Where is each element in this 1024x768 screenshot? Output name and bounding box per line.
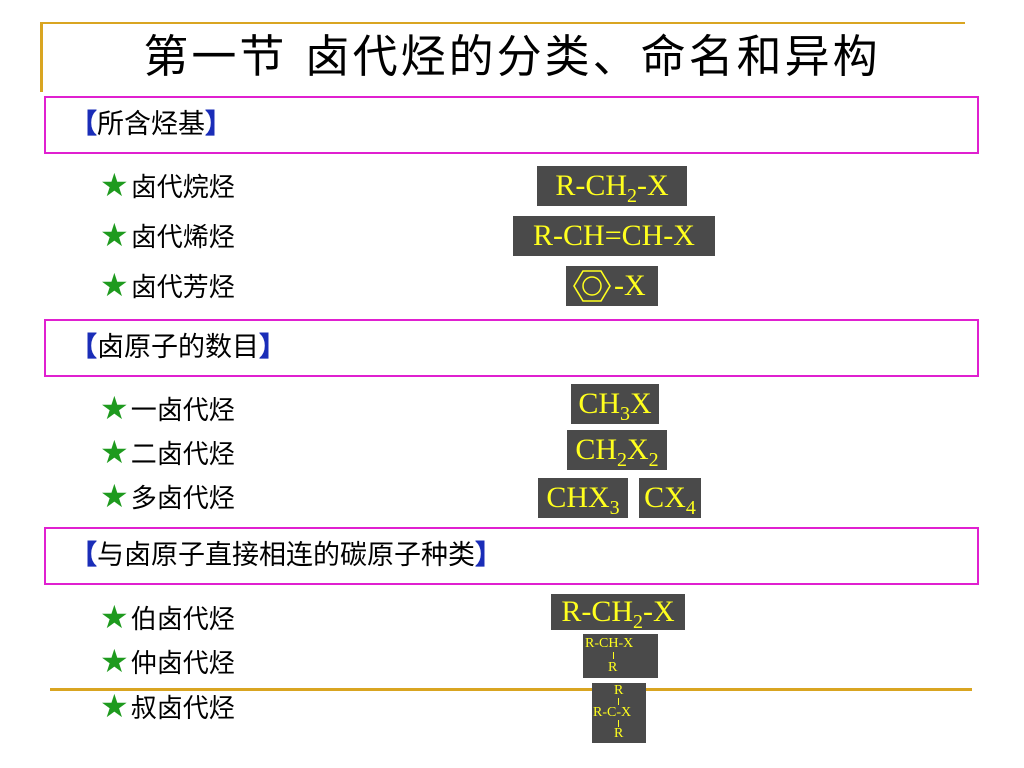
formula-aryl-halide: -X (566, 266, 658, 306)
section-box-hydrocarbon: 【所含烃基】 (44, 96, 979, 154)
list-item: ★仲卤代烃 (100, 645, 235, 679)
formula-poly-halide-cx4: CX4 (639, 478, 701, 518)
formula-primary-halide: R-CH2-X (551, 594, 685, 632)
section-box-carbon-type: 【与卤原子直接相连的碳原子种类】 (44, 527, 979, 585)
benzene-ring-icon (573, 270, 611, 302)
section-heading-hydrocarbon: 【所含烃基】 (70, 110, 232, 140)
item-label: 卤代芳烃 (130, 273, 235, 303)
list-item: ★一卤代烃 (100, 392, 235, 426)
item-label: 伯卤代烃 (130, 605, 235, 635)
section-heading-carbon-type: 【与卤原子直接相连的碳原子种类】 (70, 541, 502, 571)
list-item: ★卤代烯烃 (100, 219, 235, 253)
star-icon: ★ (100, 266, 129, 304)
formula-secondary-halide: R-CH-X R (583, 634, 658, 678)
star-icon: ★ (100, 433, 129, 471)
star-icon: ★ (100, 687, 129, 725)
formula-alkyl-halide: R-CH2-X (537, 166, 687, 206)
item-label: 卤代烷烃 (130, 173, 235, 203)
section-label: 与卤原子直接相连的碳原子种类 (97, 540, 475, 571)
item-label: 多卤代烃 (130, 484, 235, 514)
star-icon: ★ (100, 216, 129, 254)
formula-tertiary-halide: R R-C-X R (592, 683, 646, 743)
section-label: 所含烃基 (97, 109, 205, 140)
item-label: 一卤代烃 (130, 396, 235, 426)
star-icon: ★ (100, 166, 129, 204)
list-item: ★卤代烷烃 (100, 169, 235, 203)
section-box-halogen-count: 【卤原子的数目】 (44, 319, 979, 377)
section-heading-halogen-count: 【卤原子的数目】 (70, 333, 286, 363)
top-accent-line (40, 22, 965, 24)
item-label: 二卤代烃 (130, 440, 235, 470)
star-icon: ★ (100, 642, 129, 680)
bracket-close: 】 (259, 332, 286, 363)
star-icon: ★ (100, 389, 129, 427)
list-item: ★多卤代烃 (100, 480, 235, 514)
bracket-open: 【 (70, 109, 97, 140)
item-label: 仲卤代烃 (130, 649, 235, 679)
formula-alkenyl-halide: R-CH=CH-X (513, 216, 715, 256)
star-icon: ★ (100, 598, 129, 636)
bracket-open: 【 (70, 332, 97, 363)
list-item: ★伯卤代烃 (100, 601, 235, 635)
list-item: ★二卤代烃 (100, 436, 235, 470)
item-label: 卤代烯烃 (130, 223, 235, 253)
list-item: ★卤代芳烃 (100, 269, 235, 303)
slide-title: 第一节 卤代烃的分类、命名和异构 (143, 30, 881, 83)
bracket-open: 【 (70, 540, 97, 571)
formula-poly-halide-chx3: CHX3 (538, 478, 628, 518)
formula-mono-halide: CH3X (571, 384, 659, 424)
star-icon: ★ (100, 477, 129, 515)
left-accent-line (40, 22, 43, 92)
list-item: ★叔卤代烃 (100, 690, 235, 724)
bottom-accent-line (50, 688, 972, 691)
formula-di-halide: CH2X2 (567, 430, 667, 470)
section-label: 卤原子的数目 (97, 332, 259, 363)
bracket-close: 】 (205, 109, 232, 140)
item-label: 叔卤代烃 (130, 694, 235, 724)
bracket-close: 】 (475, 540, 502, 571)
